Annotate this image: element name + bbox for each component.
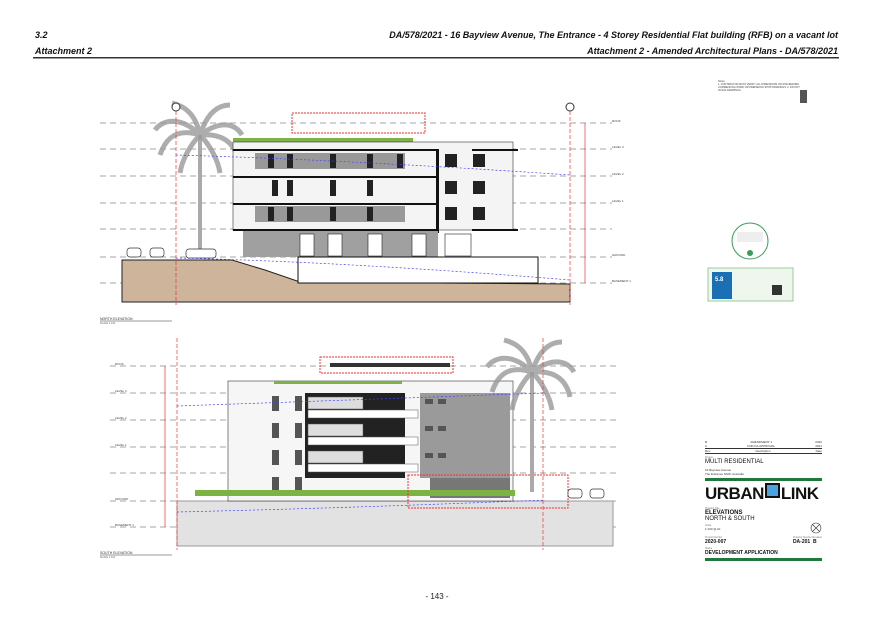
svg-text:ROOF: ROOF	[115, 362, 124, 366]
svg-text:GROUND: GROUND	[115, 497, 129, 501]
drawing-subtitle: NORTH & SOUTH	[705, 516, 755, 522]
north-arrow-icon	[810, 522, 822, 534]
svg-text:LEVEL 3: LEVEL 3	[612, 145, 624, 149]
south-elevation-label: SOUTH ELEVATION	[100, 551, 133, 555]
header-rule	[33, 57, 839, 59]
document-subtitle: Attachment 2 - Amended Architectural Pla…	[587, 46, 838, 56]
item-number: 3.2	[35, 30, 48, 40]
sustainability-badge	[731, 222, 769, 260]
qr-code	[800, 90, 807, 103]
drawing-notes: Notes: 1. CONTRACTOR MUST VERIFY ALL DIM…	[718, 80, 800, 92]
svg-text:LEVEL 1: LEVEL 1	[115, 443, 127, 447]
document-title: DA/578/2021 - 16 Bayview Avenue, The Ent…	[389, 30, 838, 40]
svg-text:LEVEL 1: LEVEL 1	[612, 199, 624, 203]
svg-text:BASEMENT 1: BASEMENT 1	[115, 523, 134, 527]
status: DEVELOPMENT APPLICATION	[705, 550, 778, 556]
page-number: - 143 -	[425, 592, 449, 601]
svg-text:LEVEL 2: LEVEL 2	[612, 172, 624, 176]
svg-text:GROUND: GROUND	[612, 253, 626, 257]
north-elevation: ROOF LEVEL 3 LEVEL 2 LEVEL 1 GROUND BASEMEN…	[100, 103, 631, 325]
north-elevation-scale: SCALE 1:100	[100, 322, 116, 325]
project-name: MULTI RESIDENTIAL	[705, 459, 764, 465]
drawing-title: ELEVATIONS	[705, 510, 743, 516]
south-elevation-scale: SCALE 1:100	[100, 556, 116, 559]
svg-text:LEVEL 2: LEVEL 2	[115, 416, 127, 420]
svg-text:ROOF: ROOF	[612, 119, 621, 123]
attachment-label: Attachment 2	[35, 46, 93, 56]
svg-text:5.8: 5.8	[715, 277, 724, 283]
north-elevation-label: NORTH ELEVATION	[100, 317, 133, 321]
svg-text:BASEMENT 1: BASEMENT 1	[612, 279, 631, 283]
north-level-labels: ROOF LEVEL 3 LEVEL 2 LEVEL 1 GROUND BASEMEN…	[612, 119, 631, 283]
svg-text:LEVEL 3: LEVEL 3	[115, 389, 127, 393]
nathers-certificate: 5.8	[707, 267, 794, 302]
south-level-labels: ROOF LEVEL 3 LEVEL 2 LEVEL 1 GROUND BASEMEN…	[115, 362, 134, 527]
south-elevation: ROOF LEVEL 3 LEVEL 2 LEVEL 1 GROUND BASEMEN…	[100, 338, 620, 559]
